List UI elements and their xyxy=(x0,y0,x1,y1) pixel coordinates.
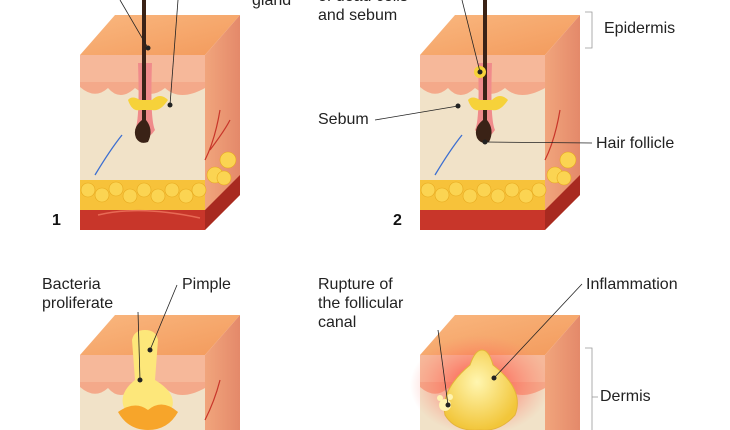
label-rupture-of-follicular-canal: Rupture of the follicular canal xyxy=(318,276,404,331)
skin-block-stage-4 xyxy=(410,283,598,430)
label-pimple: Pimple xyxy=(182,276,231,293)
label-sebum: Sebum xyxy=(318,111,369,128)
stage-number-2: 2 xyxy=(393,212,402,229)
skin-block-stage-1 xyxy=(80,0,240,230)
label-dermis: Dermis xyxy=(600,388,651,405)
stage-number-1: 1 xyxy=(52,212,61,229)
label-bacteria-proliferate: Bacteria proliferate xyxy=(42,276,114,312)
label-hair-follicle: Hair follicle xyxy=(596,135,675,152)
label-gland: gland xyxy=(252,0,292,9)
label-inflammation: Inflammation xyxy=(586,276,678,293)
skin-block-stage-2 xyxy=(374,0,593,230)
label-epidermis: Epidermis xyxy=(604,20,676,37)
label-dead-cells-and-sebum: of dead cells and sebum xyxy=(318,0,408,24)
skin-block-stage-3 xyxy=(80,284,240,430)
